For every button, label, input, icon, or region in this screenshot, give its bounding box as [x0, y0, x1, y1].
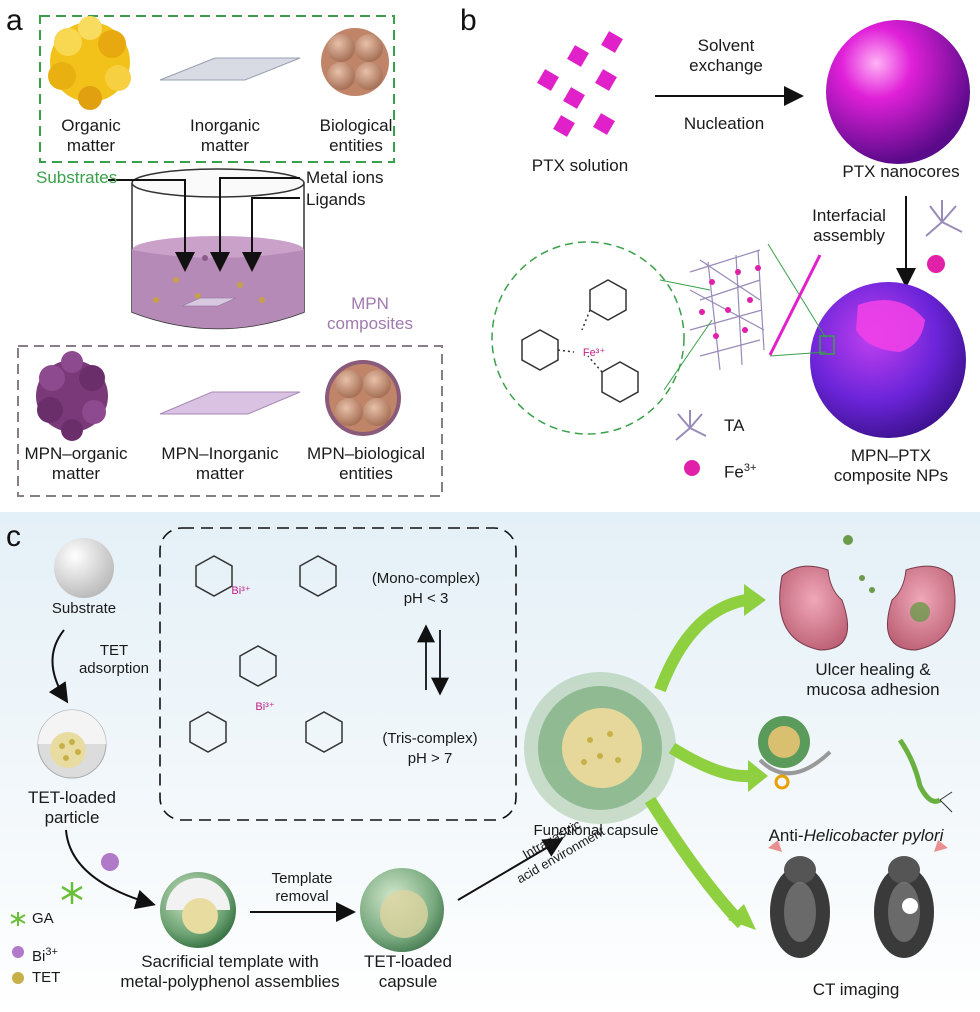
beaker-rim: [131, 168, 305, 198]
ligands-label: Ligands: [306, 190, 366, 209]
panel-letter-c: c: [6, 520, 21, 553]
mpn-inorganic-matter-icon: [159, 391, 301, 415]
bi-complex-box: [159, 527, 517, 821]
tris-complex-structure: [189, 645, 343, 753]
intragastric-arrow: [457, 837, 564, 901]
assembly-arrow: [65, 829, 156, 910]
complex-fe-ion-label: Fe³⁺: [582, 347, 606, 359]
ga-star-icon: [61, 882, 83, 904]
fe-legend-icon: [684, 460, 700, 476]
ligands-arrow: [242, 197, 300, 272]
sacrificial-template: [160, 872, 236, 948]
ct-imaging-label: CT imaging: [812, 980, 900, 999]
ulcer-arrow: [654, 594, 748, 693]
bi-ion-icon: [101, 853, 119, 871]
ptx-solution-crystals: [537, 31, 623, 137]
tet-loaded-particle: [37, 709, 107, 779]
legend-tet-label: TET: [32, 969, 61, 986]
tris-ph-label: pH > 7: [407, 750, 453, 767]
ct-arrow: [644, 796, 747, 929]
nucleation-label: Nucleation: [683, 114, 765, 133]
substrates-box: [39, 15, 395, 163]
ptx-nanocore-sphere: [826, 20, 970, 164]
ptx-nanocores-label: PTX nanocores: [842, 162, 960, 181]
mpn-organic-matter-icon: [36, 351, 108, 441]
ptx-solution-label: PTX solution: [531, 156, 629, 175]
substrate-label: Substrate: [51, 600, 117, 617]
panel-letter-b: b: [460, 4, 477, 37]
fe-ion-icon: [927, 255, 945, 273]
panel-letter-a: a: [6, 4, 23, 37]
mpn-biological-entities-icon: [325, 360, 401, 436]
biological-entities-icon: [321, 28, 389, 96]
functional-capsule-label: Functional capsule: [533, 822, 659, 839]
ga-legend-star: [10, 912, 26, 926]
fe-legend-label: Fe3+: [724, 462, 757, 482]
tet-legend-dot: [12, 972, 24, 984]
ta-legend-label: TA: [724, 416, 745, 435]
fe-complex-structure: [521, 279, 639, 403]
bi-legend-dot: [12, 946, 24, 958]
mono-complex-label: (Mono-complex): [371, 570, 481, 587]
nanocore-surface-line: [768, 254, 822, 356]
fe-complex-zoom-circle: [491, 241, 685, 435]
substrates-arrow: [108, 179, 195, 272]
ta-legend-icon: [675, 410, 707, 441]
tet-adsorption-arrow: [48, 629, 69, 704]
ta-icon: [925, 200, 963, 237]
fe-network-nodes: [699, 265, 761, 339]
ct-mouse-left-icon: [770, 856, 830, 958]
anti-helicobacter-label: Anti-Helicobacter pylori: [768, 826, 944, 845]
anti-hp-arrow: [668, 742, 751, 783]
metal-ions-label: Metal ions: [306, 168, 384, 187]
tet-loaded-capsule: [360, 868, 444, 952]
helicobacter-icon: [897, 738, 942, 804]
beaker-liquid: [132, 250, 304, 329]
mono-ph-label: pH < 3: [403, 590, 449, 607]
mono-complex-structure: [195, 555, 337, 597]
mpn-composites-box: [17, 345, 443, 497]
ulcer-healing-label: Ulcer healing &mucosa adhesion: [806, 660, 940, 699]
mpn-ptx-composite-sphere: [810, 282, 966, 438]
mono-bi-ion-label: Bi³⁺: [231, 585, 251, 597]
legend-bi-label: Bi3+: [32, 946, 58, 965]
functional-capsule: [524, 672, 676, 824]
ct-mouse-right-icon: [874, 856, 934, 958]
tris-complex-label: (Tris-complex): [382, 730, 478, 747]
tris-bi-ion-label: Bi³⁺: [255, 701, 275, 713]
legend-ga-label: GA: [32, 910, 54, 927]
inorganic-matter-icon: [159, 57, 301, 81]
substrates-label: Substrates: [36, 168, 118, 187]
organic-matter-icon: [48, 16, 131, 110]
stomach-left-icon: [779, 565, 849, 651]
substrate-sphere: [54, 538, 114, 598]
metal-ions-arrow: [210, 177, 300, 272]
